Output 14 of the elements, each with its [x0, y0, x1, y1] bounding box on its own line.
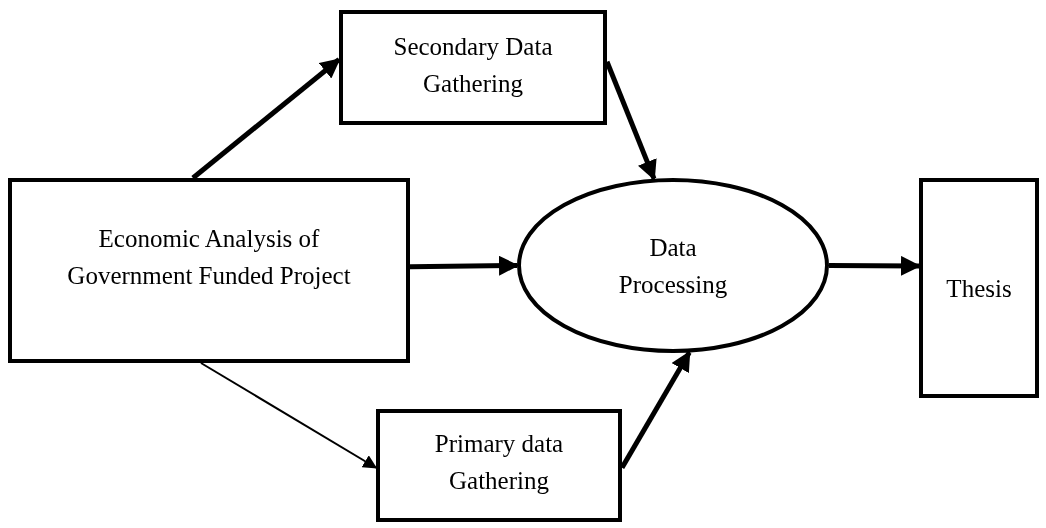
- node-label: Primary data Gathering: [433, 429, 565, 496]
- output-box: [919, 178, 1039, 398]
- node-label: Secondary Data Gathering: [392, 32, 554, 99]
- node-label: Thesis: [946, 273, 1012, 304]
- process-ellipse: [517, 178, 829, 353]
- arrow: [409, 255, 519, 276]
- process-box: [8, 178, 410, 363]
- node-label: Economic Analysis of Government Funded Project: [66, 224, 352, 291]
- arrow: [191, 57, 341, 180]
- process-box: [339, 10, 607, 125]
- process-box: [376, 409, 622, 522]
- node-label: Data Processing: [617, 232, 729, 300]
- arrow: [199, 362, 378, 469]
- arrow: [829, 255, 921, 276]
